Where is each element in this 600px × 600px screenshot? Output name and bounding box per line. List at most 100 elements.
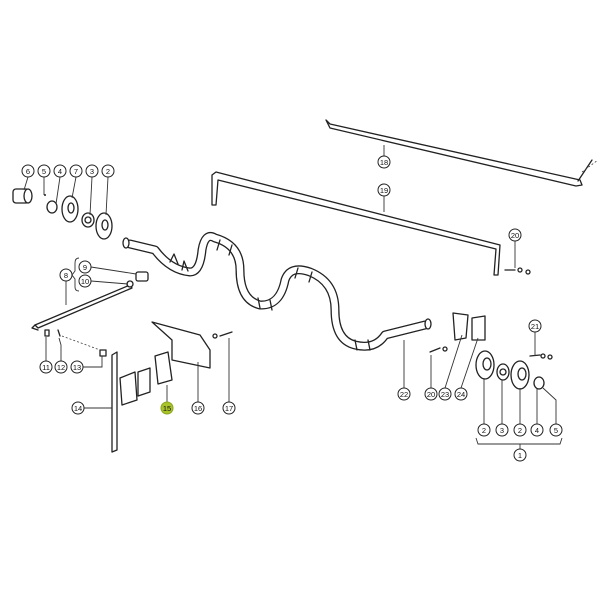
callout-circle: [477, 423, 491, 437]
callout-2: 2: [513, 423, 527, 437]
callout-circle: [508, 228, 522, 242]
callout-circle: [71, 401, 85, 415]
callout-number: 8: [64, 271, 68, 280]
callout-circle: [37, 164, 51, 178]
callout-20: 20: [424, 387, 438, 401]
callout-number: 20: [427, 390, 435, 399]
callout-4: 4: [530, 423, 544, 437]
callout-circle: [438, 387, 452, 401]
callout-number: 20: [511, 231, 519, 240]
callout-number: 16: [194, 404, 202, 413]
callout-circle: [53, 164, 67, 178]
callout-5: 5: [37, 164, 51, 178]
callout-15: 15: [160, 401, 174, 415]
callout-circle: [85, 164, 99, 178]
callout-1: 1: [513, 448, 527, 462]
callout-number: 9: [83, 263, 87, 272]
callout-circle: [377, 155, 391, 169]
callout-number: 2: [106, 167, 110, 176]
callout-23: 23: [438, 387, 452, 401]
callout-number: 17: [225, 404, 233, 413]
callout-circle: [513, 423, 527, 437]
callout-17: 17: [222, 401, 236, 415]
callout-3: 3: [495, 423, 509, 437]
callout-number: 14: [74, 404, 82, 413]
part-14-lever: [111, 351, 138, 453]
callout-number: 11: [42, 363, 50, 372]
callout-number: 4: [535, 426, 539, 435]
part-15-bracket: [137, 351, 173, 397]
callout-7: 7: [69, 164, 83, 178]
callout-3: 3: [85, 164, 99, 178]
callout-13: 13: [70, 360, 84, 374]
callout-circle: [424, 387, 438, 401]
callout-19: 19: [377, 183, 391, 197]
callout-22: 22: [397, 387, 411, 401]
callout-circle: [101, 164, 115, 178]
callout-number: 1: [518, 451, 522, 460]
callout-9: 9: [78, 260, 92, 274]
brackets-23-24: [429, 312, 486, 353]
bearing-parts-left: [12, 188, 113, 240]
fasteners-11-13: [44, 329, 107, 357]
callout-number: 10: [81, 277, 89, 286]
callout-number: 21: [531, 322, 539, 331]
callout-14: 14: [71, 401, 85, 415]
callout-number: 5: [42, 167, 46, 176]
part-20-bolt-upper: [504, 267, 531, 275]
callout-number: 23: [441, 390, 449, 399]
callout-number: 2: [518, 426, 522, 435]
callout-circle: [495, 423, 509, 437]
callout-circle: [78, 260, 92, 274]
callout-number: 12: [57, 363, 65, 372]
callout-circle: [377, 183, 391, 197]
callout-6: 6: [21, 164, 35, 178]
callout-8: 8: [59, 268, 73, 282]
part-18-bar: [325, 119, 599, 187]
callout-circle: [21, 164, 35, 178]
bearing-assembly-right: [475, 350, 563, 445]
leader-lines: [23, 145, 557, 449]
callout-circle: [530, 423, 544, 437]
callout-20: 20: [508, 228, 522, 242]
callout-16: 16: [191, 401, 205, 415]
callout-number: 13: [73, 363, 81, 372]
callout-circle: [397, 387, 411, 401]
part-17-bolt: [212, 331, 233, 339]
callout-4: 4: [53, 164, 67, 178]
callout-2: 2: [101, 164, 115, 178]
callout-2: 2: [477, 423, 491, 437]
callout-10: 10: [78, 274, 92, 288]
callout-number: 5: [554, 426, 558, 435]
callout-circle: [70, 360, 84, 374]
part-19-frame: [211, 171, 501, 276]
callout-number: 7: [74, 167, 78, 176]
callout-circle: [54, 360, 68, 374]
callout-number: 3: [500, 426, 504, 435]
callout-circle: [59, 268, 73, 282]
callout-number: 3: [90, 167, 94, 176]
callout-circle: [549, 423, 563, 437]
callout-24: 24: [454, 387, 468, 401]
callout-number: 6: [26, 167, 30, 176]
callout-circle: [222, 401, 236, 415]
callout-circle: [160, 401, 174, 415]
part-16-plate: [151, 321, 211, 369]
callout-circle: [69, 164, 83, 178]
callout-number: 15: [163, 404, 171, 413]
callout-number: 22: [400, 390, 408, 399]
callout-number: 4: [58, 167, 62, 176]
callout-12: 12: [54, 360, 68, 374]
callout-circle: [528, 319, 542, 333]
callout-circle: [191, 401, 205, 415]
callout-circle: [39, 360, 53, 374]
callout-circle: [513, 448, 527, 462]
callout-21: 21: [528, 319, 542, 333]
callout-18: 18: [377, 155, 391, 169]
callout-number: 19: [380, 186, 388, 195]
callout-number: 18: [380, 158, 388, 167]
callout-5: 5: [549, 423, 563, 437]
